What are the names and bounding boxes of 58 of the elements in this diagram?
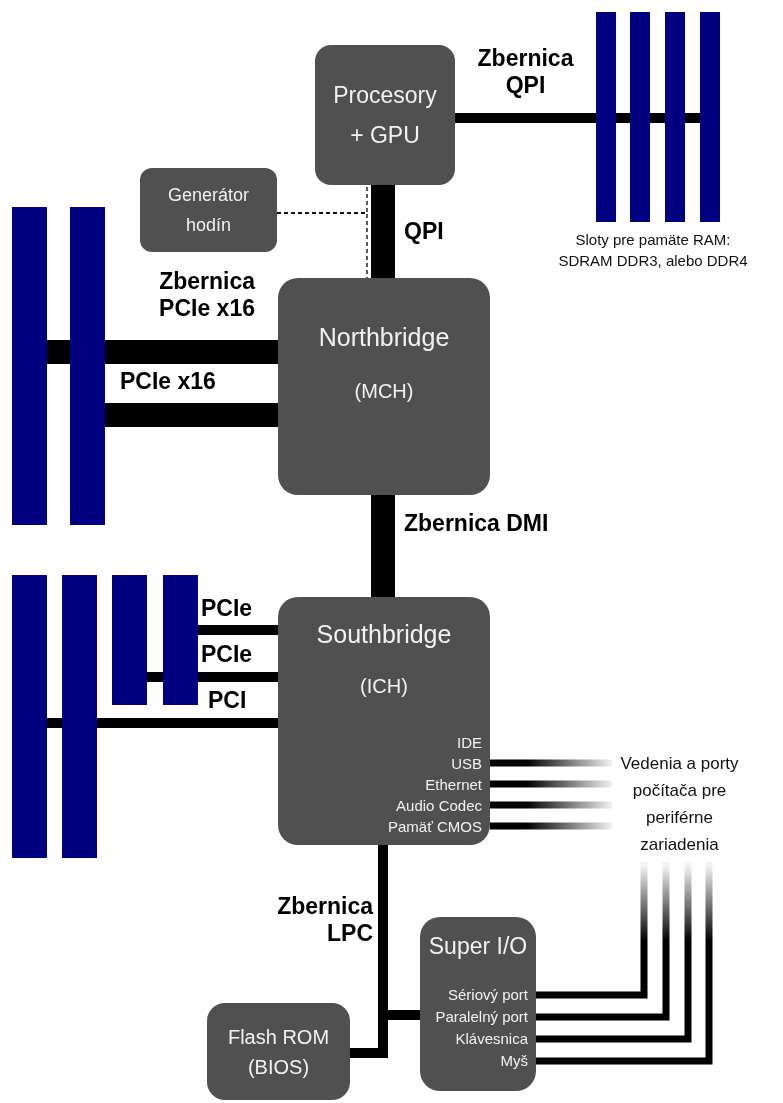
bus-line bbox=[490, 759, 612, 767]
bus-line bbox=[47, 340, 70, 364]
port-label: Audio Codec bbox=[396, 796, 482, 816]
bus-line bbox=[616, 113, 630, 123]
chip-title: Southbridge bbox=[316, 619, 452, 650]
bus-line bbox=[47, 718, 62, 728]
slot-bar bbox=[665, 12, 685, 222]
port-label: IDE bbox=[457, 733, 482, 753]
slot-bar bbox=[70, 207, 105, 525]
bus-line bbox=[536, 862, 648, 999]
chip-box bbox=[278, 278, 490, 495]
bus-line bbox=[490, 780, 612, 788]
port-label: USB bbox=[451, 754, 482, 774]
bus-line bbox=[490, 822, 612, 830]
slot-bar bbox=[596, 12, 616, 222]
bus-line bbox=[371, 185, 395, 278]
bus-line bbox=[536, 862, 692, 1043]
slot-bar bbox=[12, 575, 47, 858]
bus-line bbox=[97, 718, 278, 728]
chip-subtitle: (MCH) bbox=[354, 379, 414, 404]
bus-line bbox=[147, 672, 163, 682]
bus-line bbox=[455, 113, 596, 123]
bus-line bbox=[371, 495, 395, 597]
chip-box bbox=[140, 168, 277, 252]
bus-line bbox=[105, 340, 278, 364]
port-label: Ethernet bbox=[425, 775, 482, 795]
bus-line bbox=[198, 672, 278, 682]
port-label: Sériový port bbox=[447, 985, 528, 1005]
port-label: Paralelný port bbox=[435, 1007, 528, 1027]
chip-title: Flash ROM (BIOS) bbox=[226, 1024, 331, 1080]
chip-title: Procesory + GPU bbox=[332, 81, 438, 150]
caption-text: Sloty pre pamäte RAM: SDRAM DDR3, alebo DDR4 bbox=[557, 230, 749, 271]
bus-line bbox=[198, 625, 278, 635]
chip-subtitle: (ICH) bbox=[360, 674, 408, 699]
slot-bar bbox=[12, 207, 47, 525]
slot-bar bbox=[163, 575, 198, 705]
port-label: Myš bbox=[500, 1051, 528, 1071]
slot-bar bbox=[700, 12, 720, 222]
chip-box bbox=[420, 917, 536, 1091]
note-text: Vedenia a porty počítača pre periférne zariadenia bbox=[612, 750, 747, 862]
chip-box bbox=[207, 1003, 350, 1100]
bus-line bbox=[536, 862, 713, 1065]
port-label: Klávesnica bbox=[455, 1029, 528, 1049]
slot-bar bbox=[630, 12, 650, 222]
bus-line bbox=[490, 801, 612, 809]
bus-line bbox=[650, 113, 665, 123]
bus-line bbox=[685, 113, 700, 123]
chip-title: Super I/O bbox=[428, 932, 528, 961]
bus-line bbox=[105, 403, 278, 427]
slot-bar bbox=[112, 575, 147, 705]
dashed-connector bbox=[276, 212, 368, 279]
port-label: Pamäť CMOS bbox=[388, 817, 482, 837]
bus-line bbox=[536, 862, 670, 1021]
slot-bar bbox=[62, 575, 97, 858]
chip-box bbox=[278, 597, 490, 845]
chip-title: Northbridge bbox=[318, 322, 450, 353]
chip-title: Generátor hodín bbox=[166, 184, 250, 237]
chip-box bbox=[315, 45, 455, 185]
